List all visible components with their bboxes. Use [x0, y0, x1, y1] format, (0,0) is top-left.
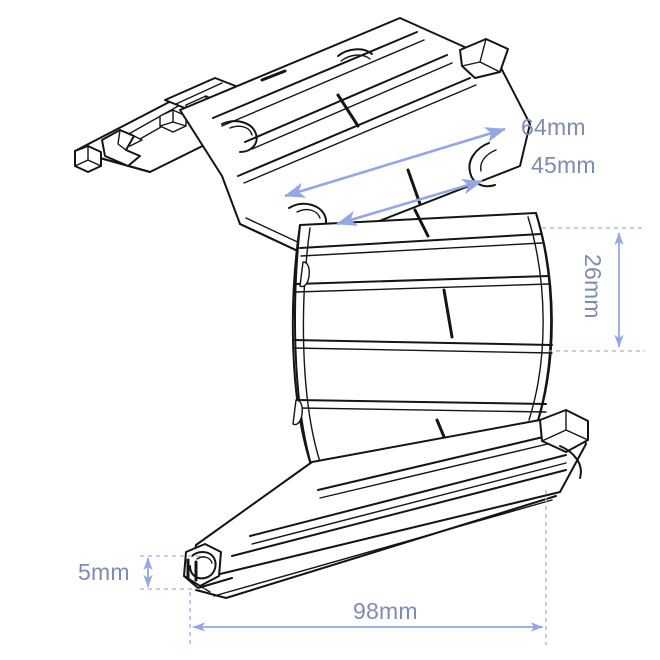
middle-curved-slat	[291, 208, 553, 469]
dimension-label-98mm: 98mm	[353, 598, 418, 624]
dimension-98mm	[189, 490, 547, 645]
dimension-26mm	[542, 227, 645, 352]
dimension-label-5mm: 5mm	[78, 559, 130, 585]
dimension-label-26mm: 26mm	[580, 254, 606, 319]
dimension-64mm	[284, 127, 506, 198]
dimension-label-45mm: 45mm	[531, 152, 596, 178]
dimension-45mm	[336, 179, 483, 226]
dimension-5mm	[140, 555, 205, 590]
dimension-label-64mm: 64mm	[521, 114, 586, 140]
lower-slat-and-bottom-rail	[183, 409, 589, 599]
